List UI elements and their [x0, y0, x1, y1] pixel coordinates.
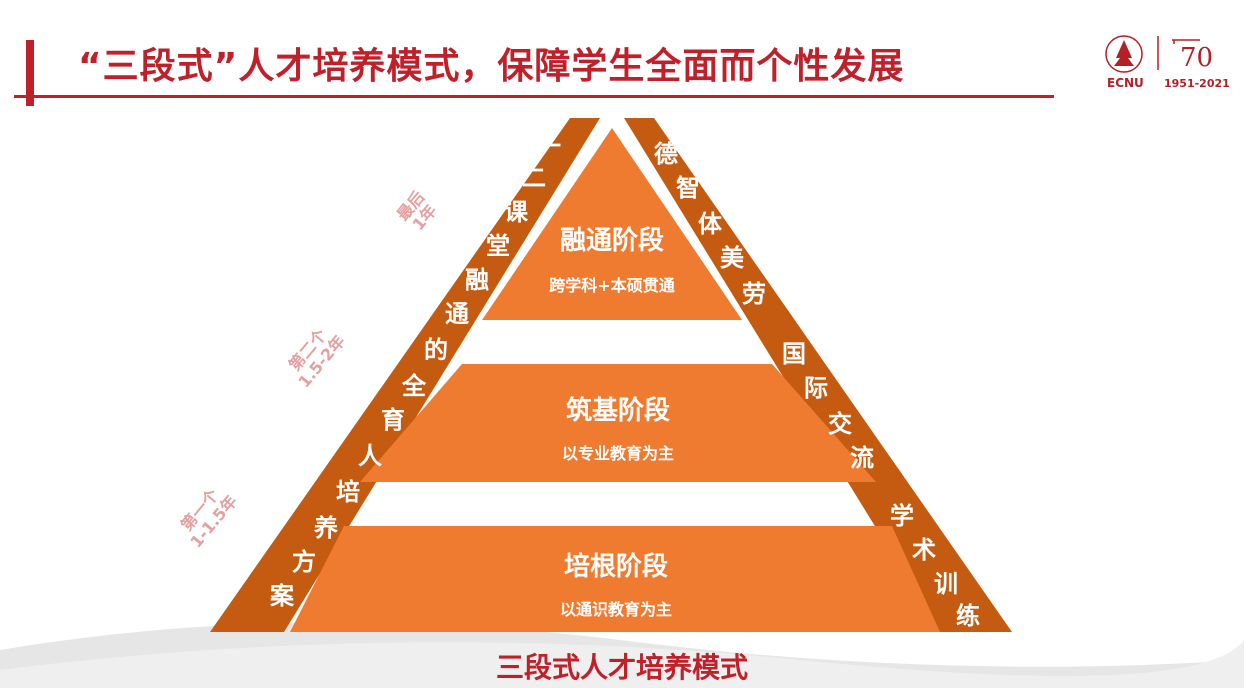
stage-bottom-shape [290, 526, 940, 632]
left-band-char: 养 [314, 514, 338, 542]
left-band-char: 全 [402, 372, 426, 400]
right-band-char: 德 [654, 140, 678, 168]
diagram-caption: 三段式人才培养模式 [495, 651, 748, 684]
right-band-char: 交 [828, 410, 852, 438]
left-band-char: 案 [270, 582, 294, 610]
left-band-char: 育 [381, 406, 405, 434]
right-band-char: 术 [912, 536, 936, 564]
anniversary-number: 70 [1180, 43, 1213, 73]
left-band-char: 课 [504, 198, 528, 226]
logo-abbreviation: ECNU [1107, 76, 1144, 90]
right-band-char: 练 [956, 602, 980, 630]
stage-top-shape [482, 128, 742, 320]
stage-middle-title: 筑基阶段 [565, 396, 670, 426]
stage-top-title: 融通阶段 [559, 226, 664, 256]
left-band-char: 一 [537, 132, 561, 160]
stage-middle-shape [360, 364, 876, 482]
left-band [210, 118, 600, 632]
left-band-char: 通 [445, 300, 469, 328]
left-band-char: 培 [336, 478, 360, 506]
page-title: “三段式”人才培养模式，保障学生全面而个性发展 [78, 46, 905, 87]
right-band-char: 国 [782, 340, 806, 368]
right-band-char: 学 [890, 502, 914, 530]
stage-top-subtitle: 跨学科+本硕贯通 [549, 276, 675, 295]
left-band-char: 方 [292, 548, 316, 576]
right-band-char: 智 [676, 174, 700, 202]
university-logo: 70 [1105, 35, 1213, 73]
stage-bottom-subtitle: 以通识教育为主 [559, 600, 672, 619]
right-band-char: 训 [934, 570, 958, 598]
right-band-char: 劳 [742, 280, 766, 308]
title-accent-bar [26, 40, 34, 106]
left-band-char: 的 [424, 336, 448, 364]
stage-bottom-title: 培根阶段 [563, 552, 668, 582]
left-band-char: 堂 [486, 232, 510, 260]
left-band-char: 融 [465, 266, 489, 294]
stage-middle-subtitle: 以专业教育为主 [561, 444, 674, 463]
right-band-char: 体 [698, 210, 722, 238]
left-band-char: 二 [522, 164, 546, 192]
right-band [624, 118, 1012, 632]
title-underline [14, 95, 1054, 98]
right-band-char: 美 [720, 244, 744, 272]
right-band-char: 流 [850, 444, 874, 472]
right-band-char: 际 [804, 374, 828, 402]
left-band-char: 人 [358, 442, 382, 470]
logo-years: 1951-2021 [1164, 77, 1230, 90]
